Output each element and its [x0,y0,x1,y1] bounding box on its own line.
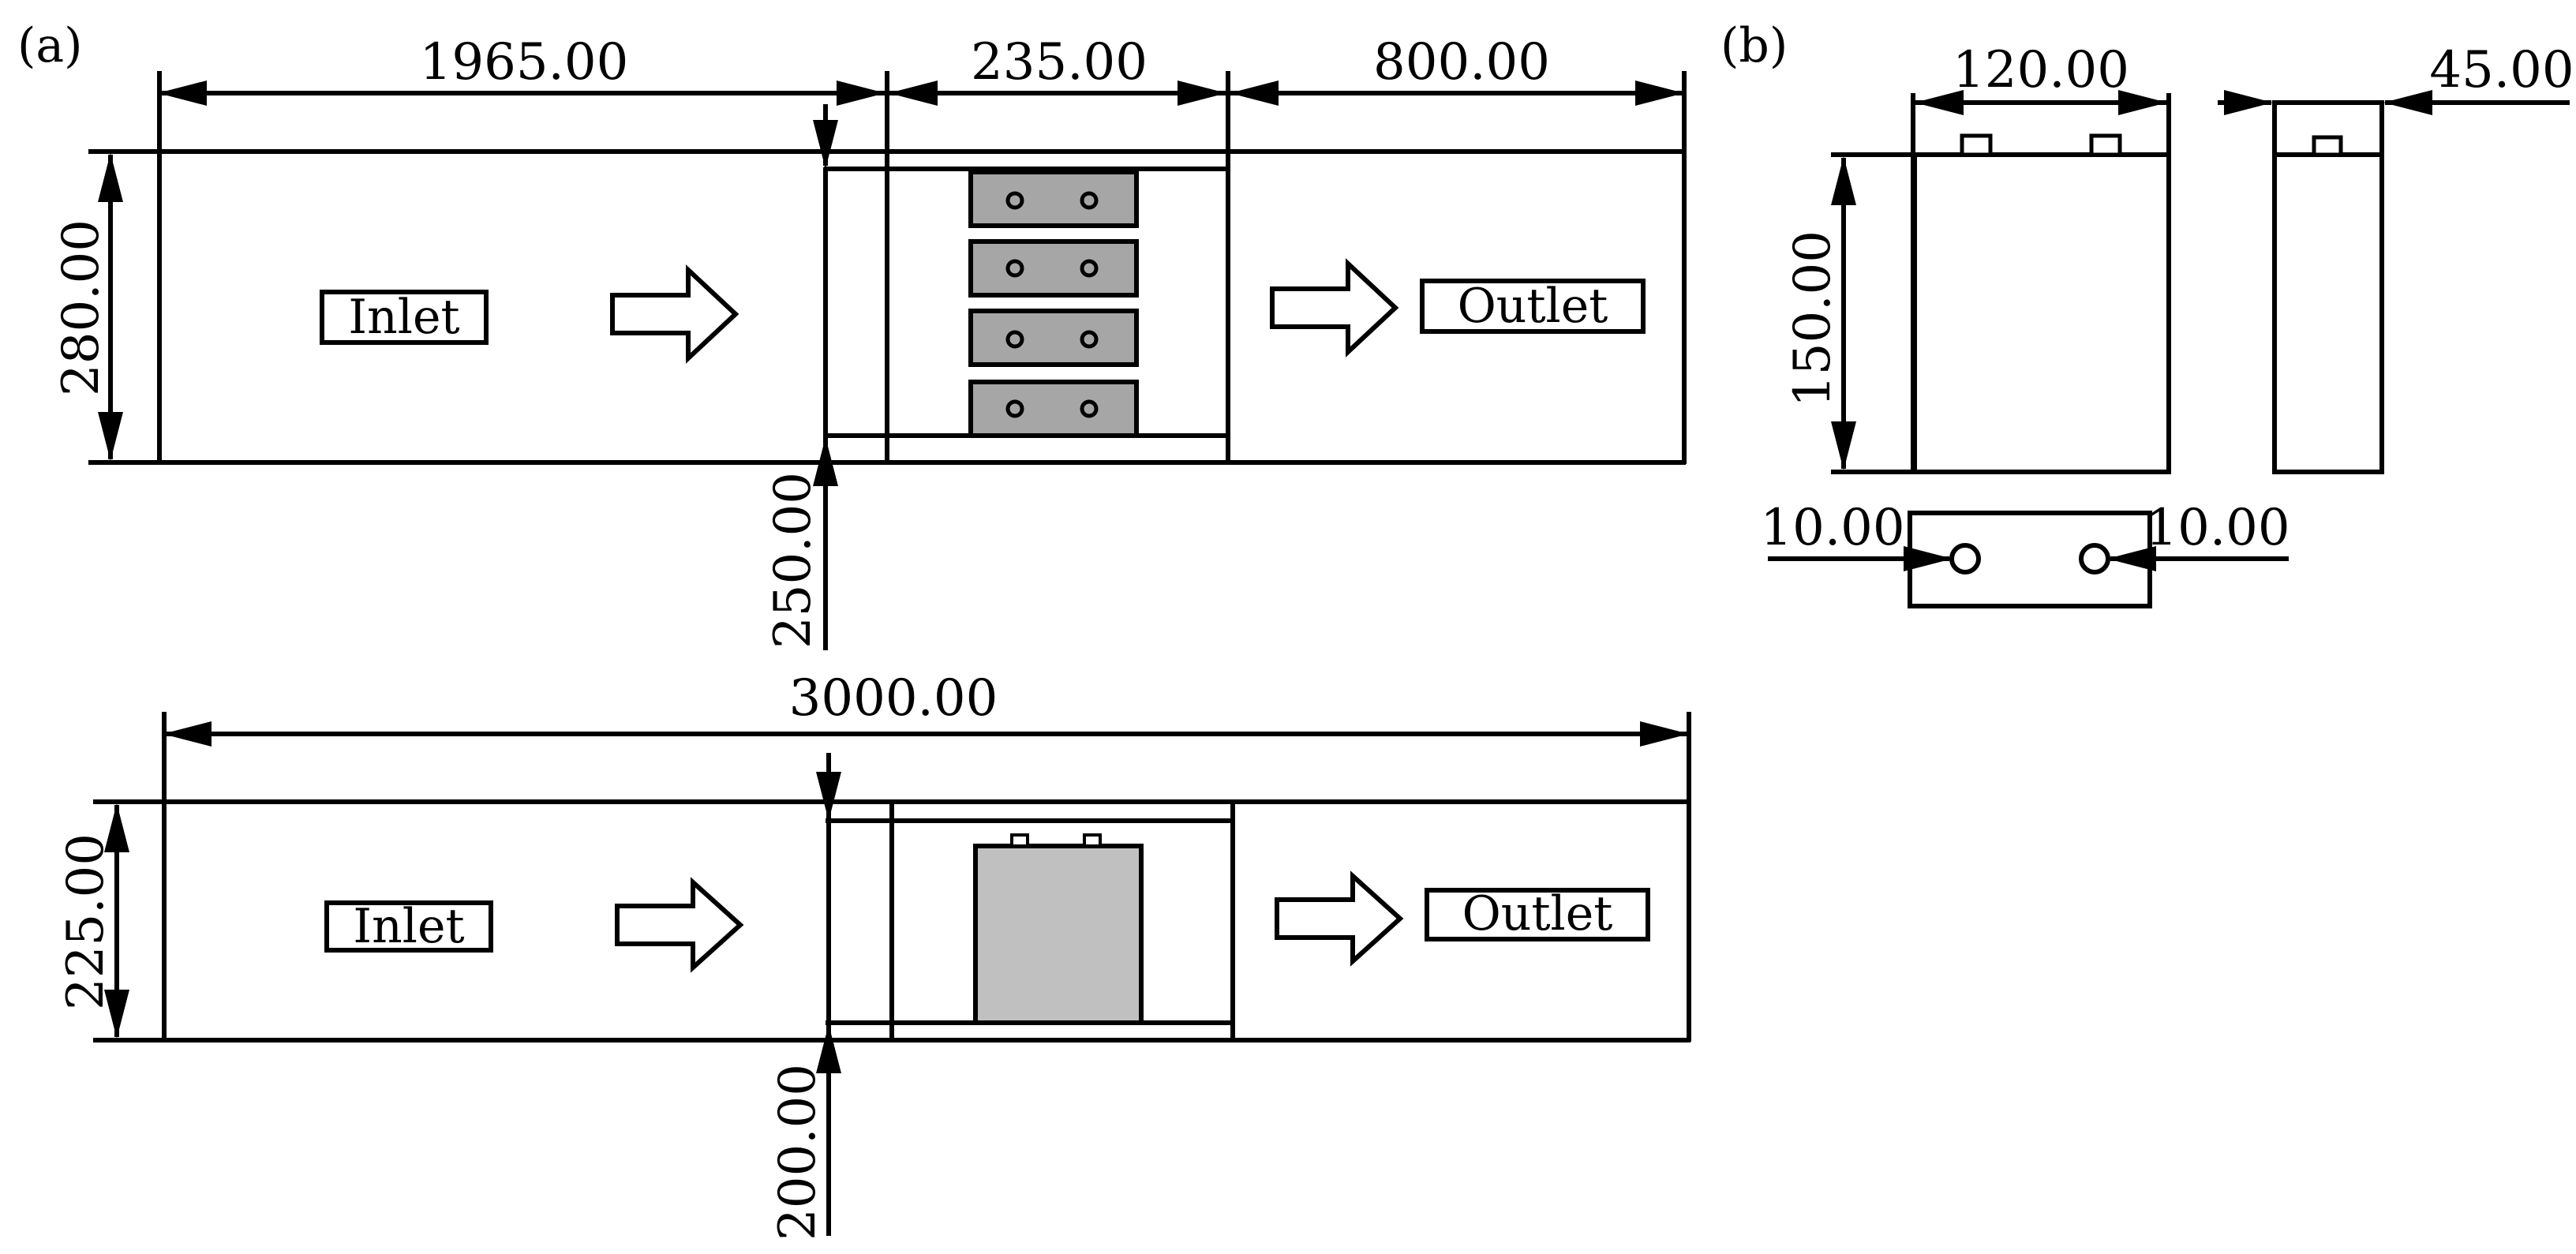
dimension-cell-thickness: 45.00 [2429,41,2574,99]
battery-terminal [1010,833,1029,848]
inlet-label: Inlet [353,899,464,954]
arrowhead [1904,546,1953,571]
arrowhead [837,80,886,106]
battery-terminal [2312,135,2343,157]
panel-a-label: (a) [17,18,83,73]
dimension-cell-height: 150.00 [1784,230,1842,407]
dimension-cell-width: 120.00 [1953,41,2129,99]
arrowhead [104,803,129,852]
terminal-circle [1005,399,1024,418]
outlet-label-box [1420,279,1646,334]
battery-cell [968,239,1139,298]
arrowhead [104,990,129,1039]
flow-arrow [1270,258,1399,357]
battery-terminal [2089,133,2122,157]
flow-arrow [615,877,744,973]
dimension-inlet-length: 1965.00 [420,33,629,92]
arrowhead [163,721,212,747]
arrowhead [2383,90,2432,115]
terminal-circle [1080,259,1099,278]
cell-front-view [1912,152,2171,474]
outlet-label: Outlet [1458,279,1608,334]
dimension-total-length: 3000.00 [789,669,998,728]
terminal-circle [1005,259,1024,278]
arrowhead [1178,80,1226,106]
inlet-label: Inlet [348,290,459,345]
dimension-terminal-offset-left: 10.00 [1760,499,1904,557]
battery-terminal [1083,833,1102,848]
dimension-duct-height: 225.00 [57,833,115,1010]
arrowhead [1831,156,1856,205]
terminal-circle [1005,191,1024,210]
flow-arrow [610,264,739,364]
terminal-circle [1080,330,1099,349]
flow-arrow [1275,870,1404,967]
arrowhead [813,437,838,486]
inlet-label-box [320,290,489,345]
arrowhead [1831,421,1856,470]
terminal-circle [1080,399,1099,418]
dimension-terminal-offset-right: 10.00 [2145,499,2290,557]
battery-cell [968,309,1139,367]
side-view: 3000.00 225.00 200.00 Inlet Out [57,669,1691,1241]
dimension-cell-section-length: 235.00 [971,33,1148,92]
arrowhead [816,1024,841,1073]
panel-b-label: (b) [1720,18,1788,73]
arrowhead [158,80,207,106]
cell-side-view [2272,100,2384,474]
dimension-duct-height: 280.00 [52,219,110,396]
inlet-label-box [324,900,493,953]
terminal-circle [1080,191,1099,210]
dimension-cell-height: 200.00 [769,1064,827,1241]
battery-terminal [1960,133,1993,157]
arrowhead [2224,90,2273,115]
battery-cell [968,170,1139,228]
arrowhead [813,120,838,169]
terminal-circle [1005,330,1024,349]
battery-cell [968,380,1139,438]
arrowhead [98,412,123,461]
arrowhead [1635,80,1684,106]
cell-stack [968,170,1139,438]
arrowhead [98,153,123,202]
cell-detail: 120.00 150.00 45.00 10.00 10.00 [1760,41,2574,608]
battery-cell [973,844,1144,1025]
arrowhead [1230,80,1279,106]
outlet-label: Outlet [1462,886,1613,941]
dimension-cell-stack-height: 250.00 [764,472,822,649]
dimension-outlet-length: 800.00 [1373,33,1550,92]
arrowhead [1640,721,1689,747]
arrowhead [2107,546,2156,571]
arrowhead [816,772,841,821]
top-view: 1965.00 235.00 800.00 280.00 250.00 [52,33,1687,650]
arrowhead [2118,90,2167,115]
outlet-label-box [1425,888,1650,941]
arrowhead [1915,90,1964,115]
arrowhead [889,80,938,106]
